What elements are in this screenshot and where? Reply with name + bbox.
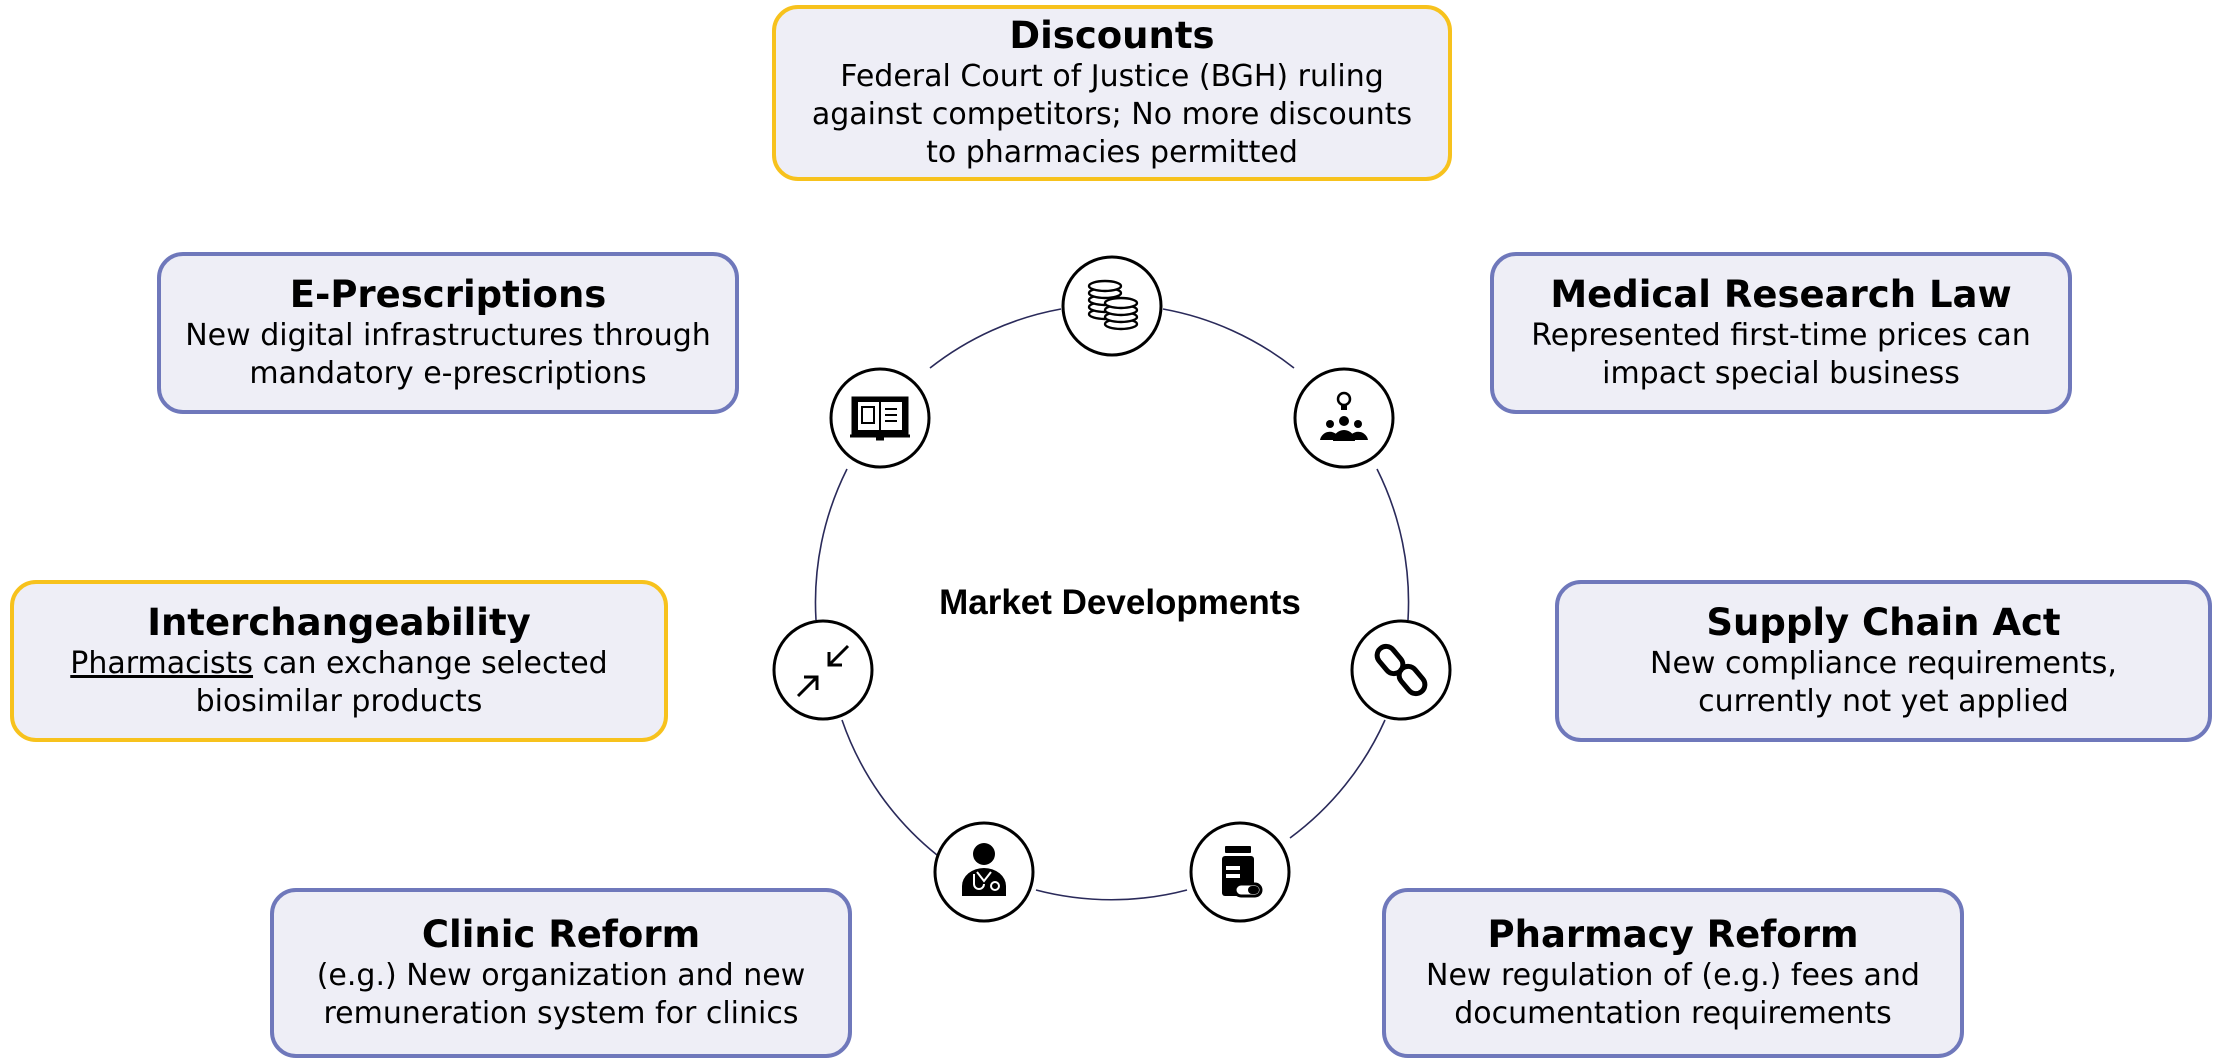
medical-research-title: Medical Research Law <box>1550 273 2012 316</box>
center-title: Market Developments <box>939 583 1301 622</box>
team-idea-icon <box>1320 391 1368 441</box>
open-book-icon <box>850 396 910 441</box>
node-interchangeability <box>772 619 874 721</box>
interchangeability-title: Interchangeability <box>147 601 531 644</box>
medical-research-card: Medical Research Law Represented first-t… <box>1490 252 2072 414</box>
medicine-bottle-icon <box>1222 846 1263 898</box>
chain-link-icon <box>1374 643 1428 697</box>
clinic-reform-card: Clinic Reform (e.g.) New organization an… <box>270 888 852 1058</box>
interchangeability-line-2: biosimilar products <box>195 684 483 719</box>
pharmacy-reform-title: Pharmacy Reform <box>1487 913 1859 956</box>
medical-research-line-2: impact special business <box>1602 356 1960 391</box>
supply-chain-line-1: New compliance requirements, <box>1650 646 2117 681</box>
discounts-line-1: Federal Court of Justice (BGH) ruling <box>840 59 1384 94</box>
eprescriptions-line-2: mandatory e-prescriptions <box>249 356 647 391</box>
coins-icon <box>1087 279 1139 331</box>
clinic-reform-line-1: (e.g.) New organization and new <box>316 958 806 993</box>
supply-chain-card: Supply Chain Act New compliance requirem… <box>1555 580 2212 742</box>
pharmacy-reform-card: Pharmacy Reform New regulation of (e.g.)… <box>1382 888 1964 1058</box>
pharmacists-underlined: Pharmacists <box>70 646 254 681</box>
supply-chain-title: Supply Chain Act <box>1706 601 2061 644</box>
supply-chain-line-2: currently not yet applied <box>1698 684 2069 719</box>
interchangeability-line-1: Pharmacists can exchange selected <box>70 645 607 683</box>
discounts-line-2: against competitors; No more discounts <box>811 97 1413 132</box>
doctor-icon <box>962 843 1006 896</box>
compress-arrows-icon <box>796 644 850 698</box>
eprescriptions-title: E-Prescriptions <box>289 273 607 316</box>
interchangeability-line-1-rest: can exchange selected <box>253 646 608 681</box>
discounts-title: Discounts <box>1009 14 1215 57</box>
pharmacy-reform-line-1: New regulation of (e.g.) fees and <box>1426 958 1920 993</box>
interchangeability-card: Interchangeability Pharmacists can excha… <box>10 580 668 742</box>
discounts-card: Discounts Federal Court of Justice (BGH)… <box>772 5 1452 181</box>
clinic-reform-line-2: remuneration system for clinics <box>323 996 799 1031</box>
medical-research-line-1: Represented first-time prices can <box>1531 318 2031 353</box>
clinic-reform-title: Clinic Reform <box>421 913 701 956</box>
discounts-line-3: to pharmacies permitted <box>926 135 1298 170</box>
pharmacy-reform-line-2: documentation requirements <box>1454 996 1892 1031</box>
ring-arcs <box>814 308 1410 901</box>
eprescriptions-line-1: New digital infrastructures through <box>185 318 711 353</box>
eprescriptions-card: E-Prescriptions New digital infrastructu… <box>157 252 739 414</box>
